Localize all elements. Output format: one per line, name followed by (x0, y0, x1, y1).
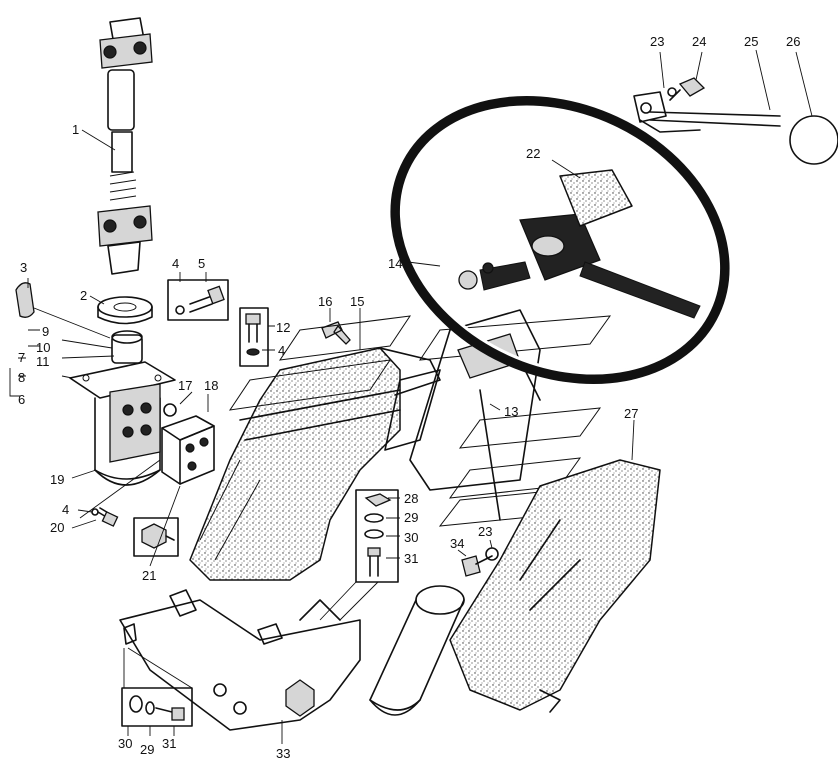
hydraulic-steering-unit (69, 296, 176, 486)
fitting-21 (133, 517, 179, 557)
mounting-bracket (119, 589, 361, 731)
callout-label: 10 (36, 340, 50, 355)
callout-label: 22 (526, 146, 540, 161)
callout-label: 23 (478, 524, 492, 539)
callout-label: 4 (278, 343, 285, 358)
steering-wheel (390, 96, 730, 384)
column-cover-panel (189, 347, 441, 581)
callout-label: 21 (142, 568, 156, 583)
callout-label: 25 (744, 34, 758, 49)
callout-label: 12 (276, 320, 290, 335)
bolt-20 (91, 507, 119, 527)
callout-label: 9 (42, 324, 49, 339)
bracket-fasteners (121, 687, 193, 727)
bolt-set-4-5 (167, 279, 229, 321)
column-tube (369, 585, 465, 716)
callout-label: 14 (388, 256, 402, 271)
callout-label: 20 (50, 520, 64, 535)
bolt-set-12 (239, 307, 269, 367)
callout-label: 34 (450, 536, 464, 551)
cardan-shaft (97, 17, 153, 275)
leader-lines (9, 49, 813, 744)
valve-block (161, 403, 215, 485)
callout-label: 17 (178, 378, 192, 393)
callout-label: 5 (198, 256, 205, 271)
callout-label: 27 (624, 406, 638, 421)
callout-label: 1 (72, 122, 79, 137)
callout-label: 19 (50, 472, 64, 487)
bolt-16 (321, 321, 351, 345)
callout-label: 11 (36, 354, 50, 369)
callout-label: 31 (404, 551, 418, 566)
callout-label: 15 (350, 294, 364, 309)
callout-label: 7 (18, 350, 25, 365)
tilt-lever (633, 77, 838, 165)
callout-label: 18 (204, 378, 218, 393)
callout-label: 29 (404, 510, 418, 525)
callout-label: 29 (140, 742, 154, 757)
callout-label: 4 (62, 502, 69, 517)
callout-labels: 1 2 3 4 5 9 10 7 11 8 6 12 4 16 15 17 18… (18, 34, 800, 761)
lower-cover (449, 459, 661, 713)
callout-label: 30 (404, 530, 418, 545)
callout-label: 8 (18, 370, 25, 385)
callout-label: 4 (172, 256, 179, 271)
callout-label: 33 (276, 746, 290, 761)
callout-label: 30 (118, 736, 132, 751)
callout-label: 23 (650, 34, 664, 49)
callout-label: 31 (162, 736, 176, 751)
callout-label: 16 (318, 294, 332, 309)
callout-label: 24 (692, 34, 706, 49)
callout-label: 3 (20, 260, 27, 275)
callout-label: 28 (404, 491, 418, 506)
callout-label: 2 (80, 288, 87, 303)
callout-label: 26 (786, 34, 800, 49)
reference-planes (228, 315, 612, 527)
callout-label: 13 (504, 404, 518, 419)
horn-cap (559, 169, 633, 227)
callout-label: 6 (18, 392, 25, 407)
clip-part (15, 282, 35, 318)
